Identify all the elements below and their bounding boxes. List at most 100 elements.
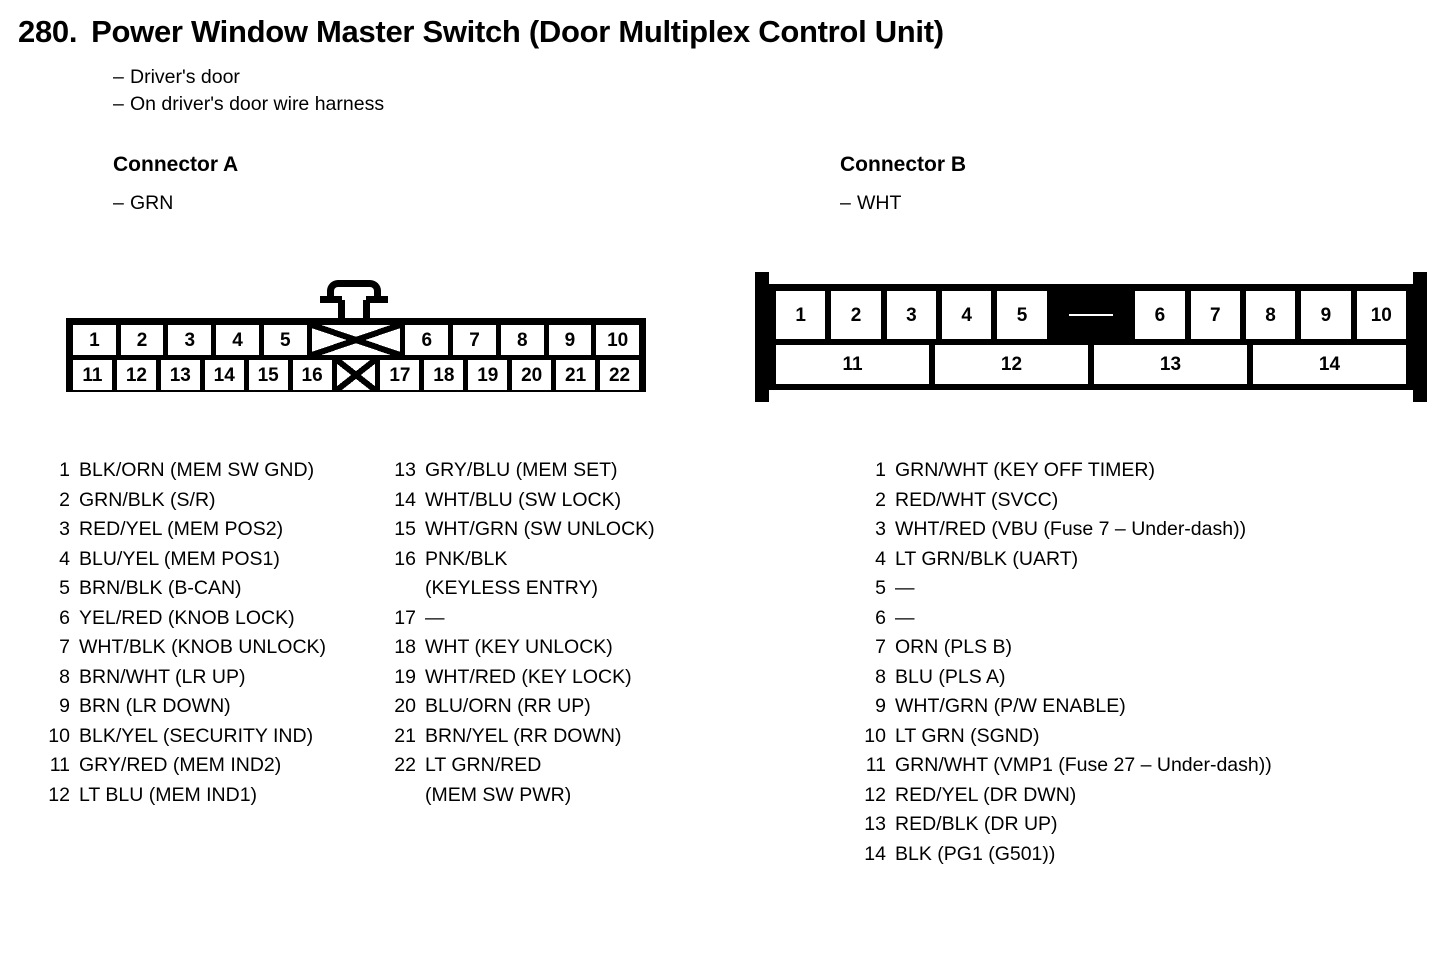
connector-a-top-row: 1 2 3 4 5 6 7 8 9 10 bbox=[73, 325, 640, 355]
connector-b-pin-cell-10[interactable]: 10 bbox=[1356, 291, 1406, 339]
connector-a-pin-cell-2[interactable]: 2 bbox=[120, 325, 164, 355]
connector-a-pin-number: 1 bbox=[59, 459, 70, 481]
connector-b-pin-description: — bbox=[895, 577, 915, 599]
connector-b-pin-number: 10 bbox=[864, 724, 886, 747]
connector-b-left-rail bbox=[755, 272, 769, 402]
connector-a-bottom-row: 11 12 13 14 15 16 17 18 19 20 21 22 bbox=[73, 360, 639, 390]
connector-b-pin-description: RED/WHT (SVCC) bbox=[895, 488, 1059, 511]
connector-b-diagram: 1 2 3 4 5 6 7 8 9 10 11 12 13 14 bbox=[755, 272, 1427, 402]
connector-a-pin-cell-14[interactable]: 14 bbox=[204, 360, 244, 390]
connector-a-pin-description: YEL/RED (KNOB LOCK) bbox=[79, 606, 295, 629]
connector-b-pin-number: 9 bbox=[875, 695, 886, 717]
connector-b-right-rail bbox=[1413, 272, 1427, 402]
connector-b-notch-top-left bbox=[769, 272, 783, 284]
connector-a-pin-cell-6[interactable]: 6 bbox=[405, 325, 449, 355]
connector-b-pin-cell-12[interactable]: 12 bbox=[935, 345, 1088, 384]
connector-a-pin-cell-7[interactable]: 7 bbox=[453, 325, 496, 355]
connector-b-pin-number: 2 bbox=[875, 488, 886, 511]
connector-b-pin-cell-9[interactable]: 9 bbox=[1301, 291, 1351, 339]
connector-a-color-text: GRN bbox=[130, 192, 174, 214]
connector-b-pin-cell-4[interactable]: 4 bbox=[942, 291, 992, 339]
connector-a-pin-number: 17 bbox=[394, 606, 416, 629]
connector-b-pin-description: WHT/GRN (P/W ENABLE) bbox=[895, 695, 1126, 717]
connector-b-pin-description: GRN/WHT (VMP1 (Fuse 27 – Under-dash)) bbox=[895, 754, 1272, 776]
connector-b-pin-cell-7[interactable]: 7 bbox=[1190, 291, 1240, 339]
connector-b-pin-cell-6[interactable]: 6 bbox=[1135, 291, 1185, 339]
x-cross-icon bbox=[336, 360, 376, 390]
connector-b-pin-cell-13[interactable]: 13 bbox=[1094, 345, 1247, 384]
page-title: 280.Power Window Master Switch (Door Mul… bbox=[18, 14, 944, 50]
connector-b-pin-cell-11[interactable]: 11 bbox=[776, 345, 929, 384]
connector-b-top-row: 1 2 3 4 5 6 7 8 9 10 bbox=[776, 291, 1406, 339]
connector-a-pin-cell-16[interactable]: 16 bbox=[292, 360, 332, 390]
connector-b-pin-cell-5[interactable]: 5 bbox=[997, 291, 1047, 339]
connector-a-pin-number: 20 bbox=[394, 695, 416, 717]
connector-a-pin-cell-9[interactable]: 9 bbox=[548, 325, 592, 355]
connector-a-pin-number: 19 bbox=[394, 665, 416, 688]
connector-a-pin-description: WHT/RED (KEY LOCK) bbox=[425, 665, 632, 688]
connector-a-pin-cell-19[interactable]: 19 bbox=[468, 360, 508, 390]
connector-a-latch-tab-icon bbox=[316, 280, 392, 322]
connector-a-pin-cell-5[interactable]: 5 bbox=[263, 325, 307, 355]
connector-a-pin-cell-1[interactable]: 1 bbox=[73, 325, 116, 355]
connector-a-pin-number: 2 bbox=[59, 488, 70, 511]
connector-a-pin-cell-21[interactable]: 21 bbox=[556, 360, 596, 390]
connector-a-pin-cell-15[interactable]: 15 bbox=[248, 360, 288, 390]
connector-b-pin-cell-3[interactable]: 3 bbox=[886, 291, 937, 339]
connector-b-pin-description: BLK (PG1 (G501)) bbox=[895, 842, 1056, 865]
connector-b-pin-description: BLU (PLS A) bbox=[895, 665, 1006, 688]
connector-a-pin-description: GRN/BLK (S/R) bbox=[79, 488, 216, 511]
bullet-dash-icon: – bbox=[113, 192, 124, 214]
connector-a-pin-description: PNK/BLK bbox=[425, 547, 508, 570]
connector-a-blank-cell-top bbox=[311, 325, 401, 355]
connector-a-pin-cell-17[interactable]: 17 bbox=[380, 360, 420, 390]
connector-a-pin-cell-13[interactable]: 13 bbox=[160, 360, 200, 390]
connector-a-pin-cell-11[interactable]: 11 bbox=[73, 360, 112, 390]
connector-b-pin-cell-2[interactable]: 2 bbox=[831, 291, 881, 339]
connector-a-pin-number: 5 bbox=[59, 577, 70, 599]
connector-a-pin-cell-8[interactable]: 8 bbox=[500, 325, 544, 355]
connector-a-pin-description: WHT/GRN (SW UNLOCK) bbox=[425, 518, 655, 540]
connector-b-pin-cell-8[interactable]: 8 bbox=[1245, 291, 1296, 339]
connector-b-pin-row: 2 RED/WHT (SVCC) bbox=[852, 486, 1272, 516]
connector-a-pin-number: 10 bbox=[48, 724, 70, 747]
page-title-text: Power Window Master Switch (Door Multipl… bbox=[91, 14, 944, 49]
connector-b-pin-number: 14 bbox=[864, 842, 886, 865]
connector-b-notch-bottom-left bbox=[769, 390, 783, 402]
connector-a-pin-row: 19 WHT/RED (KEY LOCK) bbox=[382, 663, 655, 693]
connector-a-pin-cell-3[interactable]: 3 bbox=[168, 325, 212, 355]
connector-a-pin-number: 21 bbox=[394, 724, 416, 747]
connector-b-pin-number: 7 bbox=[875, 636, 886, 658]
connector-b-pin-cell-1[interactable]: 1 bbox=[776, 291, 826, 339]
connector-b-heading: Connector B bbox=[840, 153, 966, 176]
connector-a-pin-cell-20[interactable]: 20 bbox=[512, 360, 552, 390]
connector-a-pin-number: 16 bbox=[394, 547, 416, 570]
connector-b-pin-row: 9 WHT/GRN (P/W ENABLE) bbox=[852, 692, 1272, 722]
connector-b-pin-description: LT GRN/BLK (UART) bbox=[895, 547, 1079, 570]
connector-b-pin-row: 5— bbox=[852, 574, 1272, 604]
connector-b-pin-cell-14[interactable]: 14 bbox=[1253, 345, 1406, 384]
connector-a-blank-cell-bottom bbox=[336, 360, 376, 390]
connector-a-pin-description: WHT (KEY UNLOCK) bbox=[425, 636, 613, 658]
connector-a-pin-description: GRY/BLU (MEM SET) bbox=[425, 459, 618, 481]
connector-a-pin-cell-10[interactable]: 10 bbox=[596, 325, 640, 355]
connector-a-pin-cell-12[interactable]: 12 bbox=[116, 360, 156, 390]
connector-a-pin-cell-18[interactable]: 18 bbox=[424, 360, 464, 390]
connector-a-heading: Connector A bbox=[113, 153, 239, 176]
connector-a-pin-cell-22[interactable]: 22 bbox=[600, 360, 639, 390]
connector-b-pin-number: 3 bbox=[875, 518, 886, 540]
connector-b-pin-number: 8 bbox=[875, 665, 886, 688]
connector-a-pin-cell-4[interactable]: 4 bbox=[216, 325, 259, 355]
bullet-dash-icon: – bbox=[840, 192, 851, 214]
subtitle-bullet-0-text: Driver's door bbox=[130, 66, 240, 88]
connector-b-bottom-row: 11 12 13 14 bbox=[776, 345, 1406, 384]
